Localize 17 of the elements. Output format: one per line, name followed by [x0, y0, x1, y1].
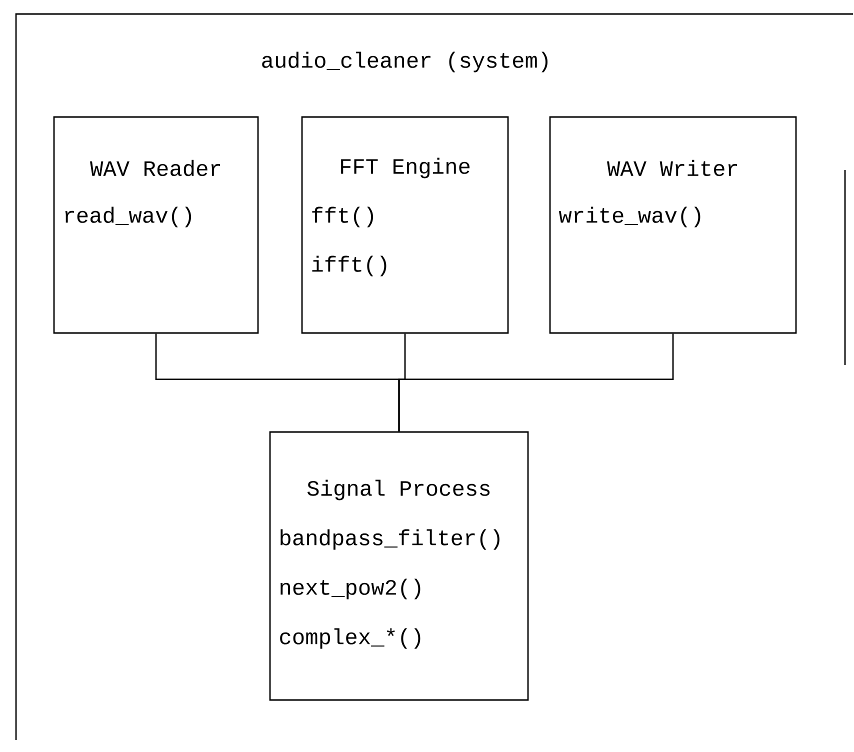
component-title: FFT Engine	[341, 158, 470, 178]
method-label: bandpass_filter()	[280, 529, 500, 550]
connector	[398, 334, 674, 432]
method-label: fft()	[312, 206, 373, 228]
component-box	[53, 116, 259, 334]
method-label: write_wav()	[558, 206, 700, 228]
method-label: complex_*()	[280, 628, 420, 649]
method-label: ifft()	[312, 256, 386, 276]
component-box	[549, 116, 797, 334]
system-title: audio_cleaner (system)	[262, 52, 548, 72]
component-title: Signal Process	[307, 480, 490, 500]
method-label: read_wav()	[65, 206, 191, 228]
component-box	[301, 116, 509, 334]
component-title: WAV Reader	[90, 160, 220, 176]
method-label: next_pow2()	[280, 578, 420, 600]
component-box	[269, 431, 529, 701]
component-title: WAV Writer	[607, 160, 738, 176]
